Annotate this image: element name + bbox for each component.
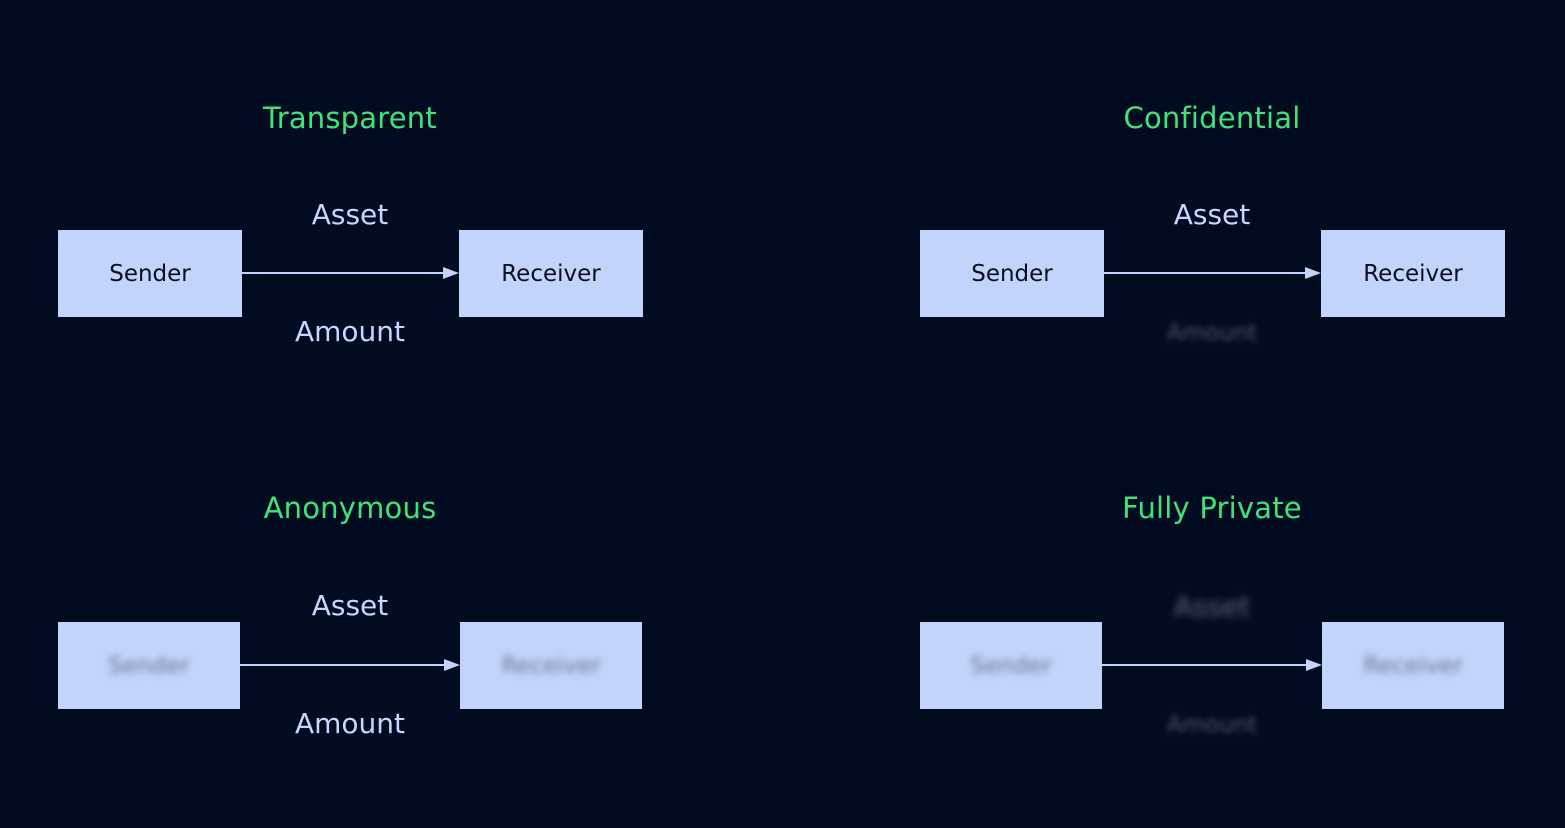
sender-label: Sender: [971, 260, 1053, 287]
receiver-node: Receiver: [460, 622, 642, 709]
receiver-label-hidden: Receiver: [1363, 652, 1463, 679]
panel-transparent: Transparent Asset Sender Receiver Amount: [50, 104, 650, 404]
sender-label-hidden: Sender: [970, 652, 1052, 679]
amount-label-hidden: Amount: [1166, 320, 1258, 346]
receiver-label: Receiver: [501, 260, 601, 287]
panel-title: Fully Private: [1122, 491, 1302, 525]
receiver-label-hidden: Receiver: [501, 652, 601, 679]
sender-label: Sender: [109, 260, 191, 287]
receiver-node: Receiver: [459, 230, 643, 317]
flow-arrow: [1102, 659, 1322, 671]
asset-label: Asset: [311, 589, 389, 622]
panel-title: Confidential: [1123, 101, 1301, 135]
sender-label-hidden: Sender: [108, 652, 190, 679]
sender-node: Sender: [58, 622, 240, 709]
amount-label: Amount: [294, 707, 406, 740]
receiver-node: Receiver: [1321, 230, 1505, 317]
flow-arrow: [1103, 267, 1321, 279]
panel-fully-private: Fully Private Asset Sender Receiver Amou…: [912, 494, 1512, 794]
asset-label: Asset: [311, 198, 389, 231]
panel-title: Transparent: [263, 101, 437, 135]
panel-confidential: Confidential Asset Sender Receiver Amoun…: [912, 104, 1512, 404]
amount-label-hidden: Amount: [1166, 712, 1258, 738]
flow-arrow: [241, 267, 459, 279]
amount-label: Amount: [294, 315, 406, 348]
sender-node: Sender: [920, 622, 1102, 709]
panel-anonymous: Anonymous Asset Sender Receiver Amount: [50, 494, 650, 794]
asset-label: Asset: [1173, 198, 1251, 231]
receiver-node: Receiver: [1322, 622, 1504, 709]
sender-node: Sender: [920, 230, 1104, 317]
sender-node: Sender: [58, 230, 242, 317]
asset-label-hidden: Asset: [1173, 590, 1251, 623]
panel-title: Anonymous: [263, 491, 437, 525]
receiver-label: Receiver: [1363, 260, 1463, 287]
flow-arrow: [240, 659, 460, 671]
